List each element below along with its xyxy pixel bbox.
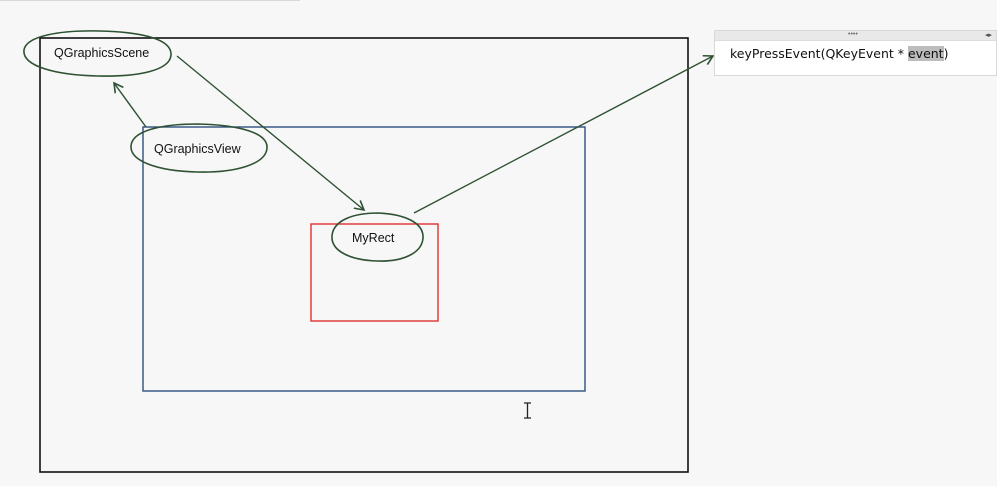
code-line: keyPressEvent(QKeyEvent * event)	[730, 46, 948, 61]
myrect-label: MyRect	[352, 231, 395, 245]
scene-label-group: QGraphicsScene	[23, 30, 172, 77]
code-snippet-panel: •••• ◂▸ keyPressEvent(QKeyEvent * event)	[714, 30, 997, 76]
scene-label: QGraphicsScene	[54, 46, 149, 60]
arrow-myrect-to-code	[413, 54, 715, 214]
myrect-label-group: MyRect	[331, 212, 424, 262]
arrow-scene-to-myrect	[176, 55, 366, 212]
grip-dots-icon[interactable]: ••••	[848, 31, 858, 38]
view-label: QGraphicsView	[154, 142, 242, 156]
code-suffix: )	[943, 46, 949, 61]
code-prefix: keyPressEvent(QKeyEvent *	[730, 46, 908, 61]
scene-frame	[39, 37, 689, 473]
view-ellipse	[130, 123, 268, 173]
myrect-frame	[310, 223, 439, 322]
scene-ellipse	[23, 30, 172, 77]
arrow-view-to-scene	[113, 81, 147, 128]
view-label-group: QGraphicsView	[130, 123, 268, 173]
top-divider	[0, 0, 300, 1]
code-highlighted-param: event	[907, 46, 944, 61]
left-right-arrows-icon[interactable]: ◂▸	[984, 32, 992, 39]
code-panel-titlebar[interactable]: •••• ◂▸	[715, 31, 996, 41]
myrect-ellipse	[331, 212, 424, 262]
view-frame	[142, 126, 586, 392]
text-cursor-icon	[524, 402, 531, 419]
